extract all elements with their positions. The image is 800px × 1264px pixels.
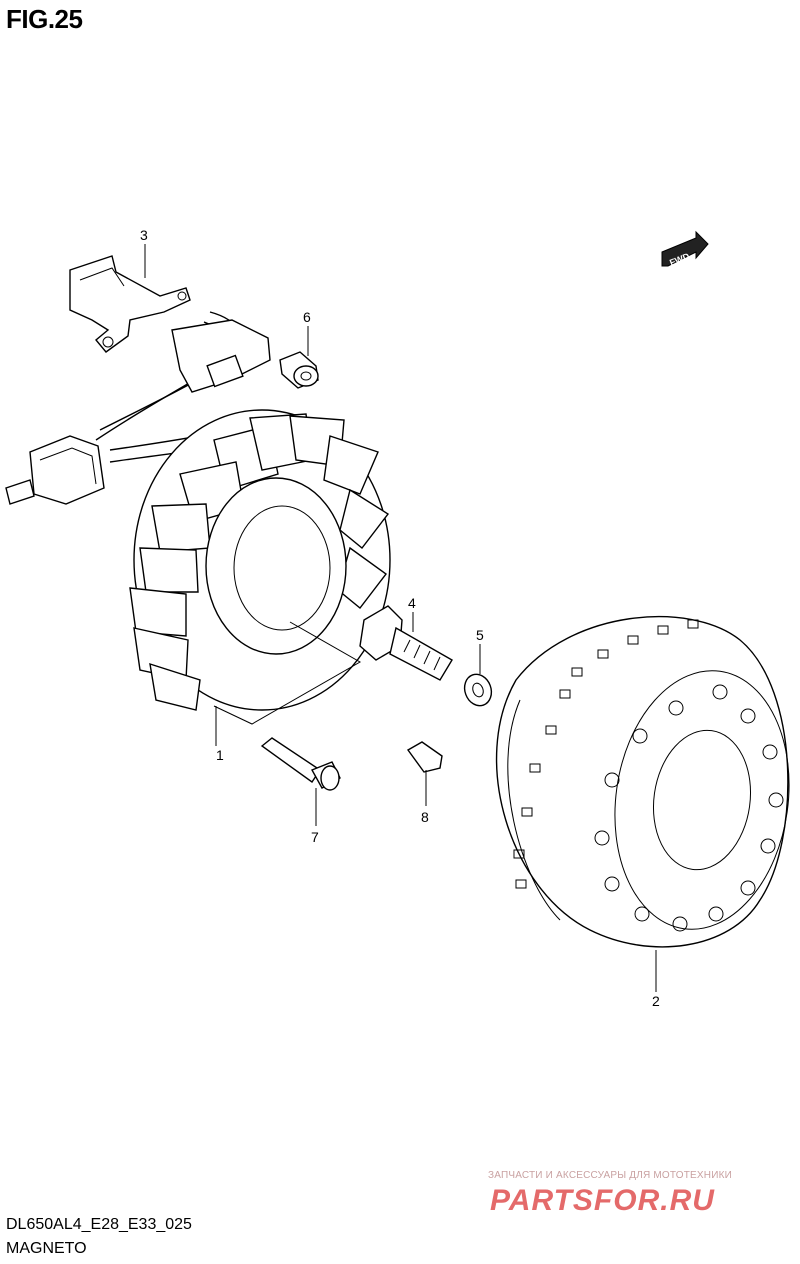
callout-6: 6: [303, 309, 311, 325]
stator-coils: [129, 413, 390, 711]
watermark-text: ЗАПЧАСТИ И АКСЕССУАРЫ ДЛЯ МОТОТЕХНИКИ: [488, 1170, 733, 1181]
figure-title: FIG.25: [6, 4, 83, 34]
model-code: DL650AL4_E28_E33_025: [6, 1216, 192, 1233]
callout-4: 4: [408, 595, 416, 611]
rotor-slots: [513, 619, 784, 932]
callout-3: 3: [140, 227, 148, 243]
part-7-screw[interactable]: [260, 737, 341, 791]
callout-7: 7: [311, 829, 319, 845]
part-6-bolt[interactable]: [279, 351, 319, 389]
part-1-stator[interactable]: [129, 409, 391, 725]
callout-1: 1: [216, 747, 224, 763]
section-name: MAGNETO: [6, 1240, 87, 1257]
part-5-washer[interactable]: [460, 671, 495, 710]
callout-2: 2: [652, 993, 660, 1009]
part-2-rotor[interactable]: [495, 616, 800, 948]
watermark-logo: PARTSFOR.RU: [490, 1184, 715, 1217]
fwd-arrow-icon: FWD: [661, 230, 709, 268]
leader-lines: [144, 244, 657, 992]
callout-5: 5: [476, 627, 484, 643]
part-1-wire-harness: [5, 311, 276, 505]
callout-8: 8: [421, 809, 429, 825]
part-3-bracket[interactable]: [69, 255, 191, 353]
part-8-key[interactable]: [406, 741, 443, 773]
part-4-bolt[interactable]: [359, 605, 453, 681]
